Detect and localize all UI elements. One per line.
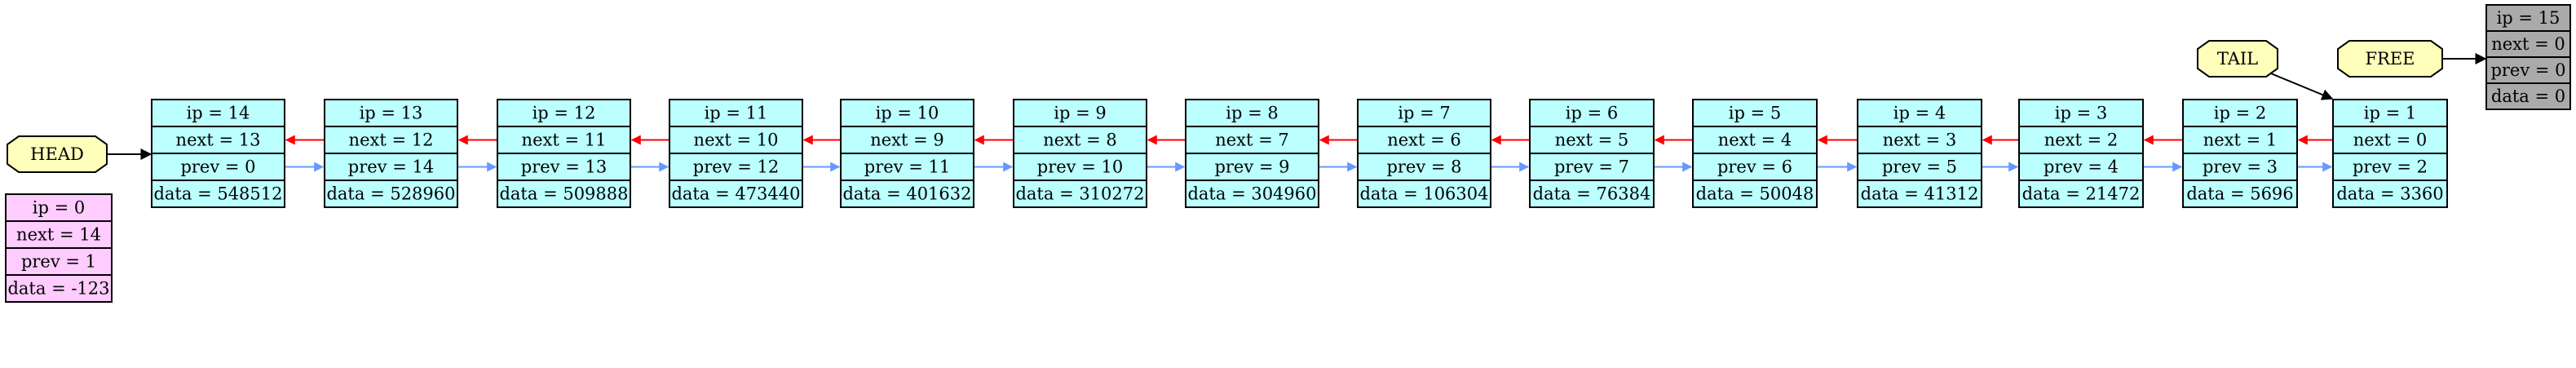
- list-node-5-prev-field: prev = 11: [864, 157, 950, 177]
- list-node-6-prev-field: prev = 10: [1037, 157, 1123, 177]
- list-node-10-next-field: next = 4: [1718, 131, 1792, 150]
- list-node-11-data-field: data = 41312: [1861, 184, 1979, 204]
- list-node-10: ip = 5 next = 4 prev = 6 data = 50048: [1692, 99, 1818, 208]
- list-node-6-next-field: next = 8: [1043, 131, 1117, 150]
- list-node-6: ip = 9 next = 8 prev = 10 data = 310272: [1013, 99, 1147, 208]
- list-node-9-data-field: data = 76384: [1533, 184, 1651, 204]
- list-node-12: ip = 3 next = 2 prev = 4 data = 21472: [2018, 99, 2144, 208]
- list-node-14-ip-field: ip = 1: [2364, 104, 2416, 123]
- list-node-10-ip-field: ip = 5: [1729, 104, 1781, 123]
- list-node-2-ip-field: ip = 13: [360, 104, 423, 123]
- list-node-10-data-field: data = 50048: [1696, 184, 1814, 204]
- head-sentinel-node-prev-field: prev = 1: [21, 252, 96, 272]
- free-list-node-ip-field: ip = 15: [2497, 8, 2561, 28]
- list-node-13-next-field: next = 1: [2203, 131, 2278, 150]
- free-list-node-data-field: data = 0: [2491, 86, 2565, 106]
- list-node-4-ip-field: ip = 11: [705, 104, 768, 123]
- list-node-8-ip-field: ip = 7: [1398, 104, 1450, 123]
- list-node-10-prev-field: prev = 6: [1717, 157, 1792, 177]
- list-node-1-data-field: data = 548512: [153, 184, 282, 204]
- edges-layer: [107, 53, 2487, 172]
- list-node-13: ip = 2 next = 1 prev = 3 data = 5696: [2182, 99, 2298, 208]
- list-node-12-next-field: next = 2: [2044, 131, 2119, 150]
- list-node-5-data-field: data = 401632: [842, 184, 971, 204]
- head-sentinel-node-next-field: next = 14: [16, 225, 101, 245]
- list-node-3: ip = 12 next = 11 prev = 13 data = 509888: [497, 99, 631, 208]
- head-pointer-label-shape: [7, 135, 108, 173]
- head-sentinel-node-data-field: data = -123: [7, 279, 109, 299]
- list-node-12-ip-field: ip = 3: [2055, 104, 2107, 123]
- list-node-2: ip = 13 next = 12 prev = 14 data = 528960: [324, 99, 458, 208]
- list-node-3-ip-field: ip = 12: [532, 104, 596, 123]
- list-node-14-prev-field: prev = 2: [2353, 157, 2428, 177]
- list-node-6-data-field: data = 310272: [1015, 184, 1144, 204]
- tail-pointer-arrow: [2266, 71, 2334, 100]
- head-sentinel-node-ip-field: ip = 0: [33, 198, 85, 218]
- free-list-node-next-field: next = 0: [2491, 34, 2565, 54]
- list-node-4-next-field: next = 10: [694, 131, 779, 150]
- list-node-4-prev-field: prev = 12: [693, 157, 779, 177]
- list-node-9: ip = 6 next = 5 prev = 7 data = 76384: [1529, 99, 1655, 208]
- list-node-4-data-field: data = 473440: [671, 184, 800, 204]
- list-node-3-prev-field: prev = 13: [521, 157, 607, 177]
- head-pointer-label: HEAD: [7, 135, 108, 173]
- labels-layer: HEAD TAIL FREE: [7, 40, 2443, 173]
- list-node-4: ip = 11 next = 10 prev = 12 data = 473440: [669, 99, 803, 208]
- list-node-7-ip-field: ip = 8: [1226, 104, 1278, 123]
- list-node-14-next-field: next = 0: [2353, 131, 2428, 150]
- list-node-11-ip-field: ip = 4: [1893, 104, 1946, 123]
- list-node-8-next-field: next = 6: [1387, 131, 1461, 150]
- list-node-7-data-field: data = 304960: [1187, 184, 1316, 204]
- list-node-2-prev-field: prev = 14: [348, 157, 434, 177]
- list-node-1: ip = 14 next = 13 prev = 0 data = 548512: [151, 99, 285, 208]
- free-pointer-label-text: FREE: [2365, 49, 2415, 69]
- list-node-9-prev-field: prev = 7: [1554, 157, 1629, 177]
- list-node-7-next-field: next = 7: [1215, 131, 1289, 150]
- list-node-9-next-field: next = 5: [1555, 131, 1629, 150]
- list-node-11-prev-field: prev = 5: [1882, 157, 1957, 177]
- list-node-5-ip-field: ip = 10: [876, 104, 939, 123]
- list-node-13-ip-field: ip = 2: [2214, 104, 2266, 123]
- list-node-11: ip = 4 next = 3 prev = 5 data = 41312: [1857, 99, 1982, 208]
- list-node-8-prev-field: prev = 8: [1386, 157, 1461, 177]
- list-node-1-prev-field: prev = 0: [180, 157, 255, 177]
- list-node-8-data-field: data = 106304: [1359, 184, 1488, 204]
- head-sentinel-node: ip = 0 next = 14 prev = 1 data = -123: [5, 193, 113, 303]
- list-node-6-ip-field: ip = 9: [1054, 104, 1106, 123]
- list-node-1-ip-field: ip = 14: [187, 104, 250, 123]
- list-node-14: ip = 1 next = 0 prev = 2 data = 3360: [2332, 99, 2448, 208]
- list-node-2-data-field: data = 528960: [326, 184, 455, 204]
- tail-pointer-label-shape: [2197, 40, 2278, 78]
- list-node-13-data-field: data = 5696: [2186, 184, 2293, 204]
- tail-pointer-label: TAIL: [2197, 40, 2278, 78]
- list-node-12-prev-field: prev = 4: [2044, 157, 2119, 177]
- tail-pointer-label-text: TAIL: [2217, 49, 2258, 69]
- free-pointer-label: FREE: [2337, 40, 2443, 78]
- free-pointer-label-shape: [2337, 40, 2443, 78]
- list-node-5-next-field: next = 9: [870, 131, 944, 150]
- list-node-5: ip = 10 next = 9 prev = 11 data = 401632: [840, 99, 974, 208]
- list-node-7: ip = 8 next = 7 prev = 9 data = 304960: [1185, 99, 1319, 208]
- list-node-9-ip-field: ip = 6: [1566, 104, 1618, 123]
- list-node-13-prev-field: prev = 3: [2203, 157, 2278, 177]
- free-list-node-prev-field: prev = 0: [2490, 60, 2565, 80]
- list-node-3-next-field: next = 11: [522, 131, 607, 150]
- head-pointer-label-text: HEAD: [30, 144, 84, 164]
- list-node-2-next-field: next = 12: [349, 131, 434, 150]
- free-list-node: ip = 15 next = 0 prev = 0 data = 0: [2485, 4, 2571, 110]
- list-node-11-next-field: next = 3: [1883, 131, 1957, 150]
- list-node-3-data-field: data = 509888: [499, 184, 628, 204]
- list-node-12-data-field: data = 21472: [2022, 184, 2141, 204]
- list-node-8: ip = 7 next = 6 prev = 8 data = 106304: [1357, 99, 1491, 208]
- list-node-7-prev-field: prev = 9: [1214, 157, 1289, 177]
- list-node-1-next-field: next = 13: [176, 131, 261, 150]
- list-node-14-data-field: data = 3360: [2336, 184, 2443, 204]
